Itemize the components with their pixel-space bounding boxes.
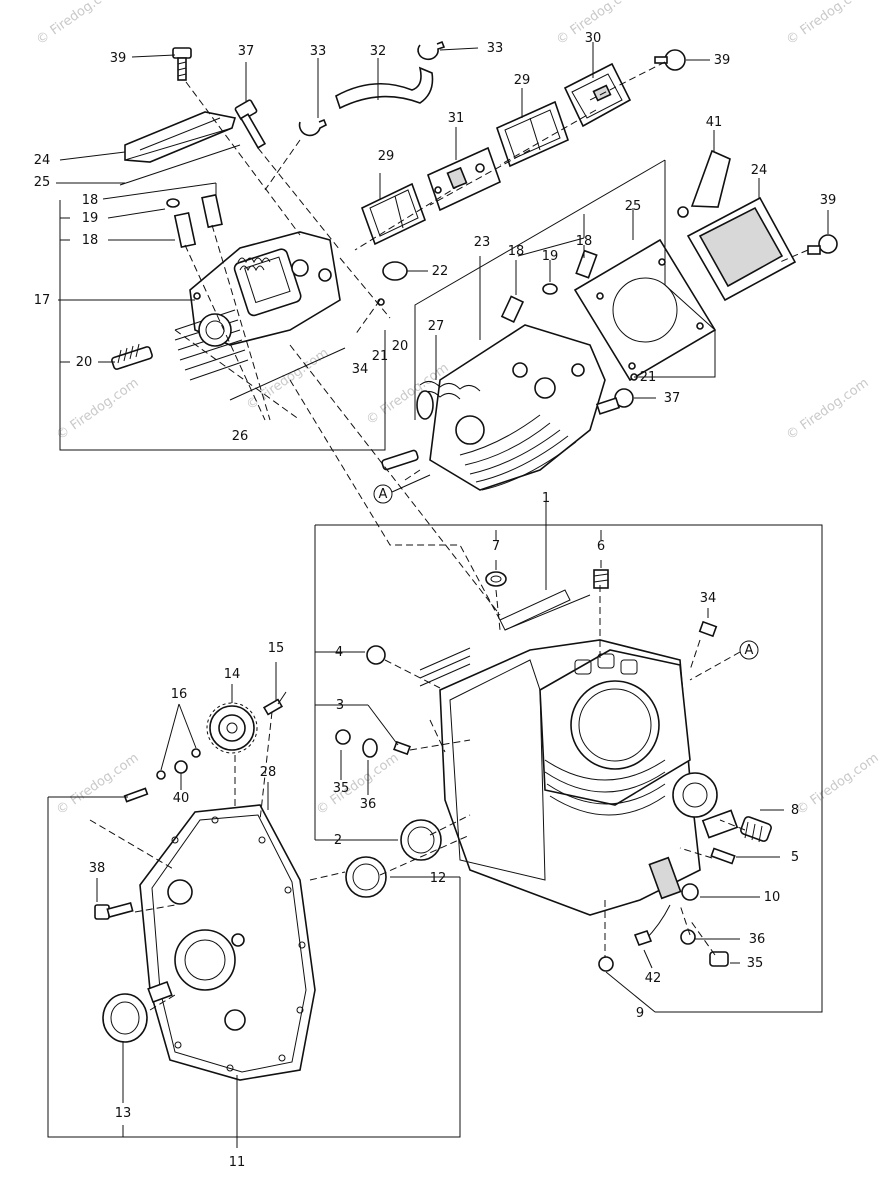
callout-label: 8 (791, 803, 799, 818)
callout-label: 37 (664, 391, 681, 406)
callout-label: 42 (645, 971, 662, 986)
watermark-text: © Firedog.com (54, 376, 142, 444)
callout-label: 3 (336, 698, 344, 713)
callout-label: 4 (335, 645, 343, 660)
leader-lines (47, 42, 829, 1148)
callout-label: 31 (448, 111, 465, 126)
watermark-text: © Firedog.com (314, 751, 402, 819)
callout-label: 12 (430, 871, 447, 886)
bolts-hoses-drawing (172, 40, 686, 306)
callout-label: 18 (508, 244, 525, 259)
callout-label: 37 (238, 44, 255, 59)
callout-label: 41 (706, 115, 723, 130)
callout-label: 24 (34, 153, 51, 168)
reference-a-marker-upper (373, 484, 393, 504)
callout-label: 23 (474, 235, 491, 250)
callout-label: 34 (352, 362, 369, 377)
callout-label: 21 (640, 370, 657, 385)
callout-label: 32 (370, 44, 387, 59)
callout-label: 13 (115, 1106, 132, 1121)
callout-label: 35 (747, 956, 764, 971)
callout-label: 28 (260, 765, 277, 780)
callout-label: 19 (542, 249, 559, 264)
crankcase-drawing (419, 589, 739, 946)
callout-label: 25 (34, 175, 51, 190)
watermark-text: © Firedog.com (794, 751, 880, 819)
callout-label: 20 (76, 355, 93, 370)
callout-label: 17 (34, 293, 51, 308)
callout-label: 11 (229, 1155, 246, 1170)
callout-label: 20 (392, 339, 409, 354)
cylinder-head-right-drawing (381, 149, 838, 491)
callout-label: 6 (597, 539, 605, 554)
callout-label: 2 (334, 833, 342, 848)
watermark-text: © Firedog.com (34, 0, 122, 48)
callout-label: 39 (110, 51, 127, 66)
callout-label: 35 (333, 781, 350, 796)
callout-label: A (379, 487, 388, 502)
callout-label: 5 (791, 850, 799, 865)
callout-label: 7 (492, 539, 500, 554)
side-cover-drawing (94, 804, 316, 1081)
cylinder-head-left-drawing (111, 111, 346, 401)
callout-label: 21 (372, 349, 389, 364)
watermark-text: © Firedog.com (784, 376, 872, 444)
callout-label: 27 (428, 319, 445, 334)
callout-label: 18 (576, 234, 593, 249)
callout-label: 1 (542, 491, 550, 506)
callout-label: 36 (749, 932, 766, 947)
callout-label: 39 (820, 193, 837, 208)
callout-label: 18 (82, 233, 99, 248)
callout-label: 29 (378, 149, 395, 164)
callout-label: 33 (487, 41, 504, 56)
callout-label: 40 (173, 791, 190, 806)
callout-label: 30 (585, 31, 602, 46)
callout-label: 34 (700, 591, 717, 606)
callout-label: 38 (89, 861, 106, 876)
callout-label: 19 (82, 211, 99, 226)
watermark-text: © Firedog.com (784, 0, 872, 48)
callout-label: 18 (82, 193, 99, 208)
callout-label: 14 (224, 667, 241, 682)
callout-label: 24 (751, 163, 768, 178)
callout-label: 15 (268, 641, 285, 656)
reference-a-marker-lower (739, 640, 759, 660)
callout-label: 26 (232, 429, 249, 444)
callout-label: 29 (514, 73, 531, 88)
callout-label: A (745, 643, 754, 658)
callout-label: 22 (432, 264, 449, 279)
callout-label: 16 (171, 687, 188, 702)
watermark-text: © Firedog.com (244, 346, 332, 414)
callout-label: 36 (360, 797, 377, 812)
callout-label: 39 (714, 53, 731, 68)
dashed-assembly-lines (89, 61, 809, 1011)
watermark-text: © Firedog.com (54, 751, 142, 819)
callout-label: 10 (764, 890, 781, 905)
callout-label: 25 (625, 199, 642, 214)
callout-label: 9 (636, 1006, 644, 1021)
callout-label: 33 (310, 44, 327, 59)
